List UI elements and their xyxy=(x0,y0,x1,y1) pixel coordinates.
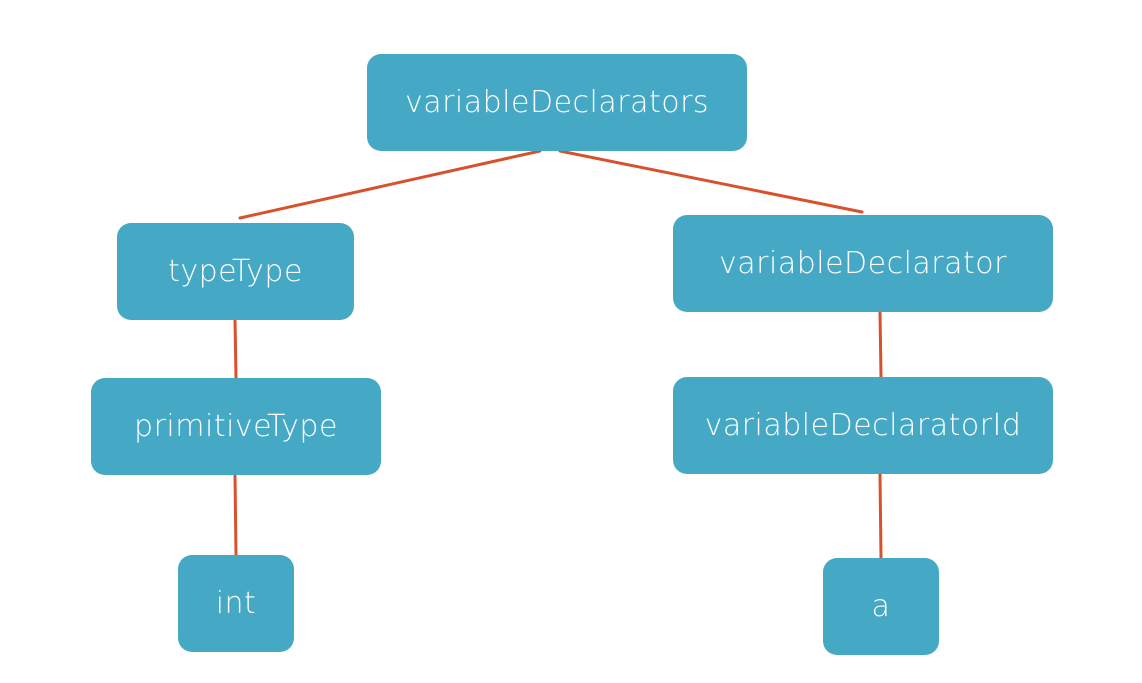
node-label: typeType xyxy=(168,254,303,289)
node-label: variableDeclarator xyxy=(719,246,1007,281)
node-label: a xyxy=(871,589,891,624)
edge-primitivetype-to-int xyxy=(233,473,238,557)
edge-root-to-variabledeclarator xyxy=(558,149,864,214)
edge-typetype-to-primitivetype xyxy=(233,318,238,380)
node-variable-declarator-id: variableDeclaratorId xyxy=(673,377,1053,474)
node-a: a xyxy=(823,558,939,655)
edge-variabledeclarator-to-id xyxy=(878,310,883,379)
edge-root-to-typetype xyxy=(238,149,542,220)
edge-id-to-a xyxy=(878,472,883,560)
node-variable-declarators: variableDeclarators xyxy=(367,54,747,151)
node-label: variableDeclaratorId xyxy=(704,408,1022,443)
node-primitive-type: primitiveType xyxy=(91,378,381,475)
node-label: int xyxy=(215,586,257,621)
node-variable-declarator: variableDeclarator xyxy=(673,215,1053,312)
node-label: variableDeclarators xyxy=(404,85,710,120)
node-label: primitiveType xyxy=(134,409,338,444)
node-int: int xyxy=(178,555,294,652)
node-type-type: typeType xyxy=(117,223,354,320)
